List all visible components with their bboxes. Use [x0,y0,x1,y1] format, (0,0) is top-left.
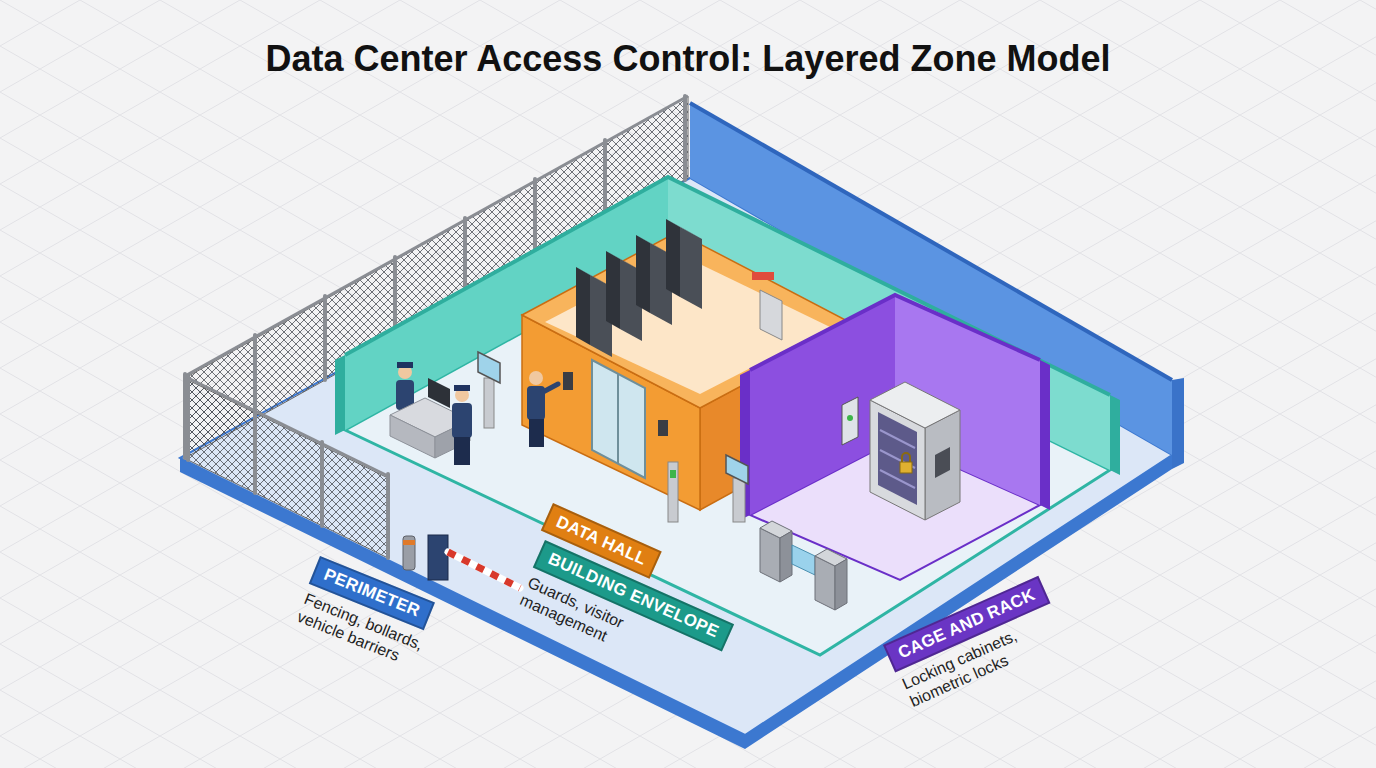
zone-label: PERIMETERFencing, bollards, vehicle barr… [293,556,463,681]
fence-post [683,96,687,180]
turnstile-flap [792,545,815,575]
rack-front [680,227,702,309]
card-reader [563,372,573,390]
perimeter-wall-end [1172,378,1184,469]
bollard [403,536,415,570]
fence-post [386,474,390,558]
cage-wall-end [1040,360,1050,510]
turnstile-side [780,531,792,582]
guard-cap [397,362,413,368]
guard-body [452,403,472,438]
kiosk-post [733,478,745,522]
turnstile-side [835,559,847,610]
cabinet-side [925,410,960,520]
rack-side [606,251,620,329]
glass-door [592,360,645,478]
kiosk-screen [478,352,500,383]
padlock-body [900,462,912,473]
guard-legs [454,437,470,465]
fence-post [320,442,324,526]
diagram-title: Data Center Access Control: Layered Zone… [0,38,1376,80]
fence-post [186,376,190,460]
guard-cap [454,385,470,391]
kiosk-screen [726,455,748,484]
padlock-shackle [902,453,910,462]
rack-side [636,235,650,313]
fence-post [323,296,327,380]
fence-post [253,409,257,493]
reader-post [668,462,678,522]
fence-mesh [188,380,388,558]
fence-rail [188,378,388,476]
person-head [529,371,543,385]
fence-post [253,335,257,419]
envelope-wall-end [335,355,345,435]
rack-side [666,219,680,297]
reader-light [847,415,853,421]
barrier-arm [448,552,520,588]
server-racks [576,219,702,357]
keypad [935,447,950,478]
server-slot [880,430,915,448]
rack-side [576,267,590,345]
cage-wall-rim [750,295,1040,370]
desk-front [390,415,435,458]
kiosk-post [484,378,494,428]
perimeter-floor [180,178,1172,735]
person-arm [543,384,558,392]
bollard-band [403,540,415,545]
barrier-box [428,535,448,580]
glass-door-split [617,374,619,464]
barrier-arm-stripes [448,552,520,588]
interior-door [760,290,782,340]
zone-label: CAGE AND RACKLocking cabinets, biometric… [883,574,1072,711]
fence-posts [188,376,388,558]
card-reader [658,420,668,436]
rack-top [666,219,702,239]
person-legs [529,419,544,447]
exit-sign [752,272,774,280]
envelope-wall-end [1110,395,1120,475]
reader-light [670,470,676,478]
cabinet-servers [878,412,917,505]
biometric-reader [842,397,858,445]
